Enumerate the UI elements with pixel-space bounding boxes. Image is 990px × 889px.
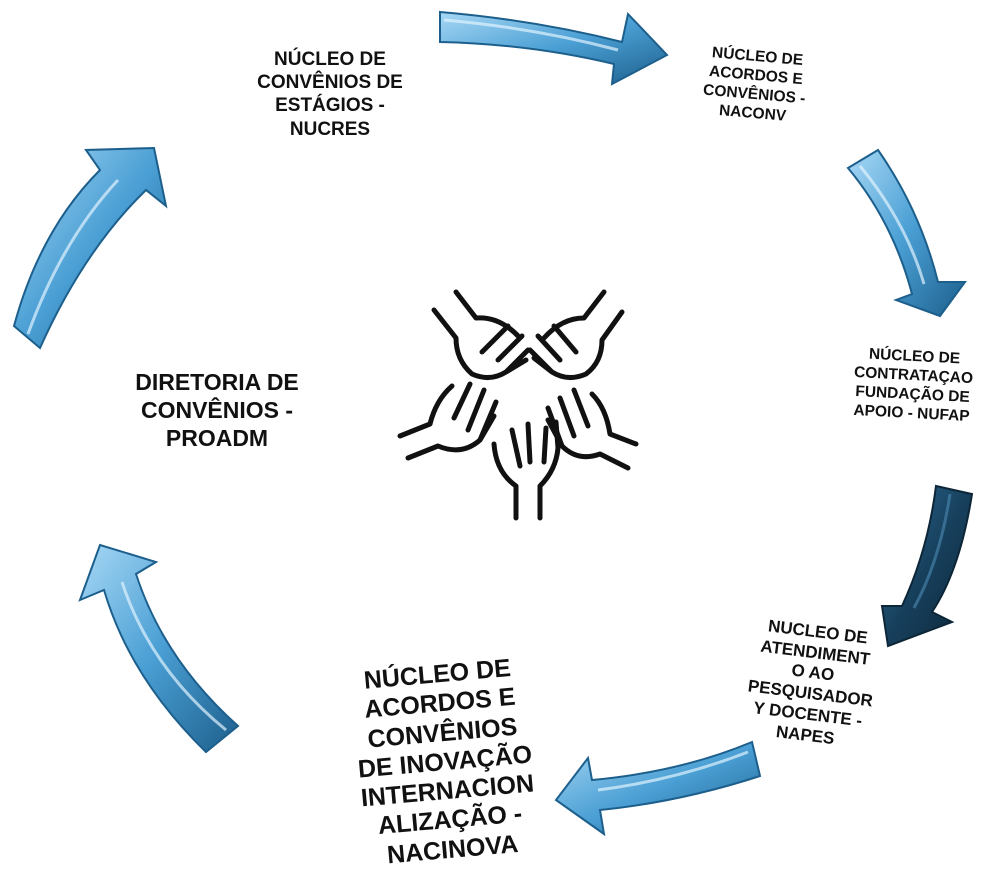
- node-nucres: NÚCLEO DE CONVÊNIOS DE ESTÁGIOS - NUCRES: [257, 49, 403, 140]
- cycle-arrow-right: [880, 484, 974, 648]
- five-hands-teamwork-icon: [397, 289, 639, 521]
- cycle-arrow-left: [12, 146, 168, 350]
- cycle-arrow-lower-left: [78, 543, 240, 754]
- cycle-arrow-upper-right: [846, 148, 967, 318]
- node-nufap: NÚCLEO DE CONTRATAÇAO FUNDAÇÃO DE APOIO …: [853, 345, 974, 425]
- node-proadm: DIRETORIA DE CONVÊNIOS - PROADM: [135, 369, 299, 452]
- node-napes: NUCLEO DE ATENDIMENT O AO PESQUISADOR Y …: [746, 616, 874, 748]
- node-naconv: NÚCLEO DE ACORDOS E CONVÊNIOS - NACONV: [702, 44, 807, 125]
- cycle-arrow-top: [439, 10, 669, 86]
- node-nacinova: NÚCLEO DE ACORDOS E CONVÊNIOS DE INOVAÇÃ…: [356, 653, 536, 869]
- cycle-arrow-bottom: [554, 740, 762, 837]
